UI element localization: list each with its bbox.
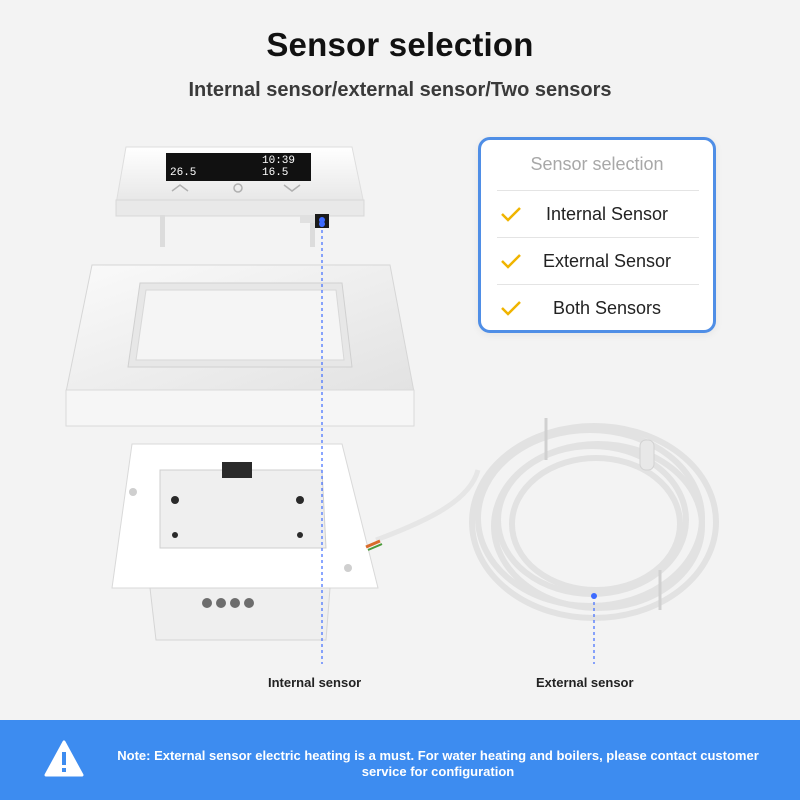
thermostat-illustration	[65, 146, 719, 664]
internal-sensor-dot	[319, 221, 325, 227]
option-label: Both Sensors	[552, 297, 662, 318]
external-sensor-caption: External sensor	[536, 675, 634, 690]
external-sensor-cable	[375, 418, 719, 621]
check-icon	[497, 253, 525, 269]
sensor-selection-panel: Sensor selection Internal Sensor Externa…	[478, 137, 716, 333]
mounting-plate	[111, 443, 379, 641]
footer-note: Note: External sensor electric heating i…	[117, 748, 759, 779]
option-internal-sensor: Internal Sensor	[497, 190, 699, 237]
footer-banner: Note: External sensor electric heating i…	[0, 720, 800, 800]
option-label: Internal Sensor	[545, 203, 669, 224]
internal-sensor-caption: Internal sensor	[268, 675, 362, 690]
page-title: Sensor selection	[266, 26, 534, 63]
thermostat-reading-right: 16.5	[262, 167, 289, 179]
option-label: External Sensor	[542, 250, 672, 271]
check-icon	[497, 206, 525, 222]
check-icon	[497, 300, 525, 316]
wire-orange	[365, 539, 381, 549]
thermostat-time: 10:39	[262, 155, 296, 167]
sensor-selection-title: Sensor selection	[530, 154, 664, 174]
glass-frame	[65, 264, 415, 427]
warning-icon	[44, 740, 84, 778]
thermostat-reading-left: 26.5	[170, 167, 197, 179]
option-external-sensor: External Sensor	[497, 237, 699, 284]
wire-green	[367, 543, 383, 551]
thermostat-panel	[115, 146, 365, 247]
page-subtitle: Internal sensor/external sensor/Two sens…	[188, 79, 612, 101]
option-both-sensors: Both Sensors	[497, 284, 699, 331]
external-sensor-dot	[591, 593, 597, 599]
